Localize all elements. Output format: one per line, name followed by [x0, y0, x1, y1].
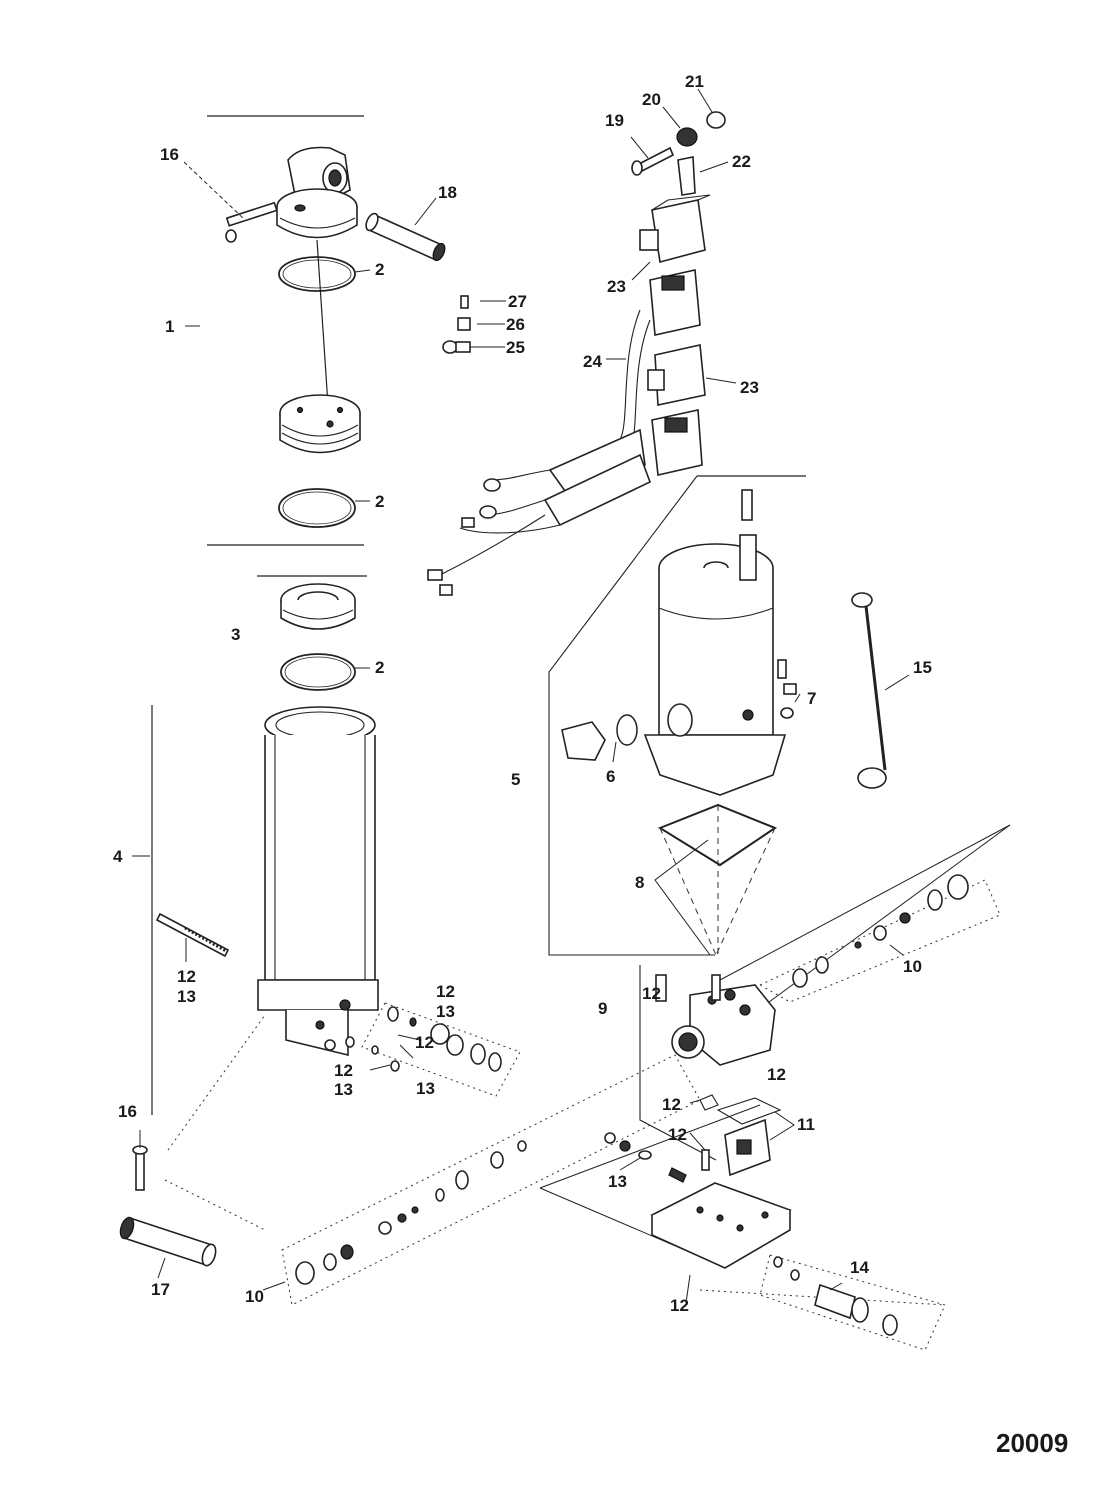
- callout-14: 14: [850, 1258, 869, 1277]
- leader-lines: [132, 88, 910, 1304]
- callout-12: 12: [334, 1061, 353, 1080]
- callout-12: 12: [670, 1296, 689, 1315]
- pump-motor: [643, 489, 787, 796]
- callout-labels: 1 2 2 2 3 4 5 6 7 8 9 10 10 11 12 12 12 …: [113, 72, 932, 1315]
- callout-23: 23: [607, 277, 626, 296]
- callout-10: 10: [903, 957, 922, 976]
- callout-13: 13: [177, 987, 196, 1006]
- callout-11: 11: [797, 1115, 815, 1134]
- callout-12: 12: [662, 1095, 681, 1114]
- callout-27: 27: [508, 292, 527, 311]
- figure-number: 20009: [996, 1428, 1068, 1458]
- callout-2: 2: [375, 260, 384, 279]
- callout-26: 26: [506, 315, 525, 334]
- callout-4: 4: [113, 847, 123, 866]
- cylinder-fittings: [345, 1002, 521, 1097]
- callout-7: 7: [807, 689, 816, 708]
- callout-13: 13: [436, 1002, 455, 1021]
- callout-10: 10: [245, 1287, 264, 1306]
- callout-16: 16: [118, 1102, 137, 1121]
- callout-12: 12: [436, 982, 455, 1001]
- callout-12: 12: [177, 967, 196, 986]
- callout-16: 16: [160, 145, 179, 164]
- trim-cylinder-body: [257, 706, 379, 1057]
- callout-2: 2: [375, 658, 384, 677]
- piston: [280, 583, 356, 630]
- callout-6: 6: [606, 767, 615, 786]
- valve-plate: [650, 1182, 792, 1269]
- callout-13: 13: [416, 1079, 435, 1098]
- cap-bolt: [225, 201, 278, 243]
- valve-kit-upper: [758, 874, 1001, 1003]
- small-fittings-middle: [604, 1132, 687, 1183]
- callout-20: 20: [642, 90, 661, 109]
- callout-17: 17: [151, 1280, 170, 1299]
- long-screw: [155, 912, 230, 958]
- callout-8: 8: [635, 873, 644, 892]
- valve-kit-lower: [164, 1014, 701, 1306]
- callout-25: 25: [506, 338, 525, 357]
- ground-strap: [851, 592, 887, 789]
- callout-12: 12: [415, 1033, 434, 1052]
- pivot-pin: [365, 212, 446, 262]
- motor-gasket: [657, 803, 778, 956]
- filter-gasket: [699, 1094, 782, 1177]
- callout-2: 2: [375, 492, 384, 511]
- relay-harness: [427, 111, 726, 596]
- callout-13: 13: [334, 1080, 353, 1099]
- callout-18: 18: [438, 183, 457, 202]
- callout-5: 5: [511, 770, 520, 789]
- section-separators: [151, 115, 806, 1161]
- trim-cylinder-cap-assembly: [276, 146, 361, 454]
- callout-1: 1: [165, 317, 174, 336]
- callout-12: 12: [767, 1065, 786, 1084]
- motor-fasteners: [777, 659, 797, 719]
- callout-22: 22: [732, 152, 751, 171]
- o-ring-set: [278, 256, 356, 691]
- callout-12: 12: [668, 1125, 687, 1144]
- callout-24: 24: [583, 352, 602, 371]
- callout-23: 23: [740, 378, 759, 397]
- callout-13: 13: [608, 1172, 627, 1191]
- pump-body: [655, 974, 776, 1066]
- lower-pivot-pin: [119, 1145, 217, 1267]
- callout-9: 9: [598, 999, 607, 1018]
- callout-21: 21: [685, 72, 704, 91]
- callout-3: 3: [231, 625, 240, 644]
- fill-plug-and-seal: [561, 714, 638, 761]
- callout-19: 19: [605, 111, 624, 130]
- callout-12: 12: [642, 984, 661, 1003]
- callout-15: 15: [913, 658, 932, 677]
- valve-kit-right: [759, 1254, 946, 1351]
